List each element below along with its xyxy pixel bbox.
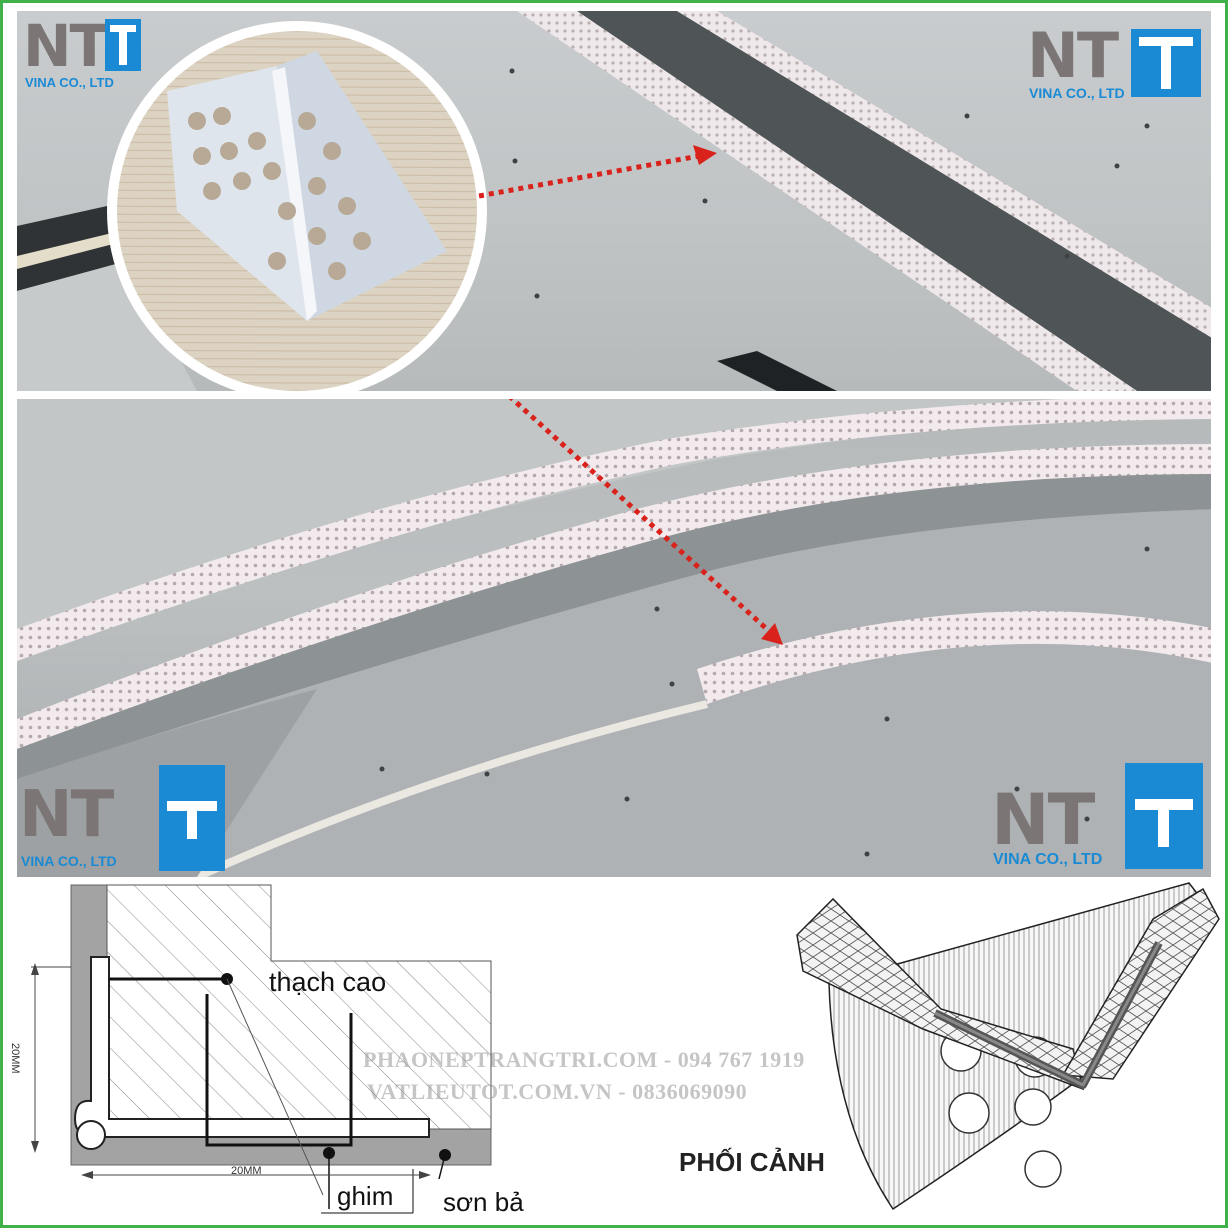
- logo-company: VINA CO., LTD: [1029, 85, 1125, 101]
- logo-t-icon: [159, 765, 225, 871]
- ceiling-photo-top: NT VINA CO., LTD NT VINA CO., LTD: [17, 11, 1211, 391]
- label-perspective: PHỐI CẢNH: [679, 1147, 825, 1177]
- watermark-line-1: PHAONEPTRANGTRI.COM - 094 767 1919: [363, 1047, 805, 1072]
- ceiling-photo-top-art: [17, 11, 1211, 391]
- watermark-line-2: VATLIEUTOT.COM.VN - 0836069090: [367, 1079, 748, 1104]
- label-gypsum: thạch cao: [269, 967, 387, 997]
- logo-letters: NT: [991, 779, 1095, 861]
- corner-bead-strip: [517, 11, 1137, 391]
- logo-letters: NT: [19, 778, 114, 852]
- angle-bead-profile: [73, 956, 430, 1138]
- label-paint: sơn bả: [443, 1187, 524, 1217]
- logo-letters: NT: [23, 12, 109, 80]
- dark-groove: [577, 11, 1211, 391]
- dimension-vertical: 20MM: [9, 1043, 21, 1074]
- ceiling-photo-bottom: NT VINA CO., LTD NT VINA CO., LTD: [17, 399, 1211, 877]
- logo-company: VINA CO., LTD: [21, 853, 117, 869]
- ceiling-photo-bottom-art: [17, 399, 1211, 877]
- perspective-drawing: [796, 882, 1220, 1211]
- logo-t-icon: [1125, 763, 1203, 869]
- pointer-arrow-head: [761, 623, 783, 645]
- logo-t-icon: [1131, 29, 1201, 97]
- pointer-arrow-head: [693, 145, 717, 165]
- logo-letters: NT: [1027, 19, 1119, 92]
- label-pin: ghim: [337, 1181, 394, 1211]
- logo-t-icon: [105, 19, 141, 71]
- logo-company: VINA CO., LTD: [25, 75, 114, 90]
- corner-bead-strip: [677, 11, 1211, 338]
- logo-company: VINA CO., LTD: [993, 851, 1103, 868]
- corner-bead-strip-curved: [697, 611, 1211, 704]
- angle-bead-product: [167, 51, 447, 321]
- corner-bead-strip: [17, 444, 1211, 749]
- cross-section-diagram: [31, 882, 1220, 1214]
- dimension-horizontal: 20MM: [231, 1165, 262, 1177]
- pointer-arrow-line: [478, 153, 700, 199]
- corner-bead-strip: [17, 399, 1211, 661]
